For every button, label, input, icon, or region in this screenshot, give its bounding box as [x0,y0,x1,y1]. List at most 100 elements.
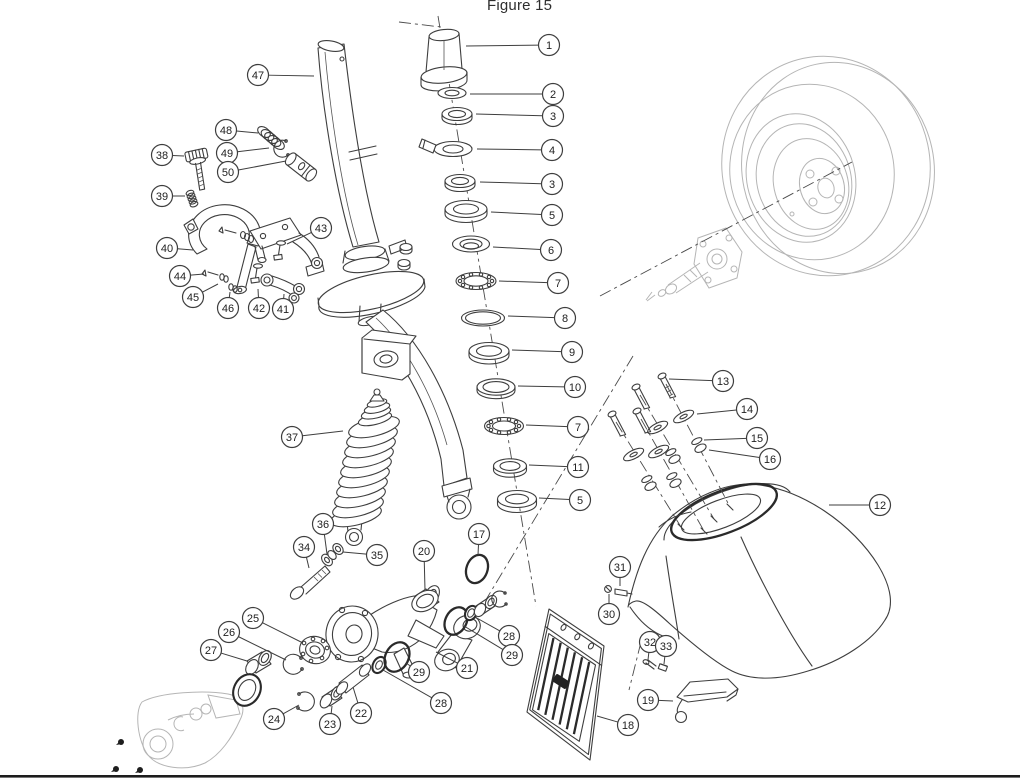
callout-number-4: 4 [549,145,555,157]
callout-47 [246,63,270,87]
callout-number-41: 41 [277,304,289,316]
figure-title: Figure 15 [487,0,553,14]
callout-18 [616,713,640,737]
part-3-nut [444,173,476,193]
callout-number-49: 49 [221,148,233,160]
callout-38 [150,143,174,167]
callout-leader-29 [463,625,504,650]
callout-number-7: 7 [555,278,561,290]
callout-26 [217,620,241,644]
callout-leader-21 [435,651,458,664]
part-43-bolt [273,240,287,261]
callout-10 [563,375,587,399]
knob-and-pin-parts [184,125,318,208]
callout-leader-29 [405,662,411,667]
clamp-bracket-group [183,204,324,304]
part-8-washer [460,309,506,327]
callout-number-6: 6 [548,245,554,257]
callout-3 [541,104,565,128]
part-38-knob-bolt [184,147,209,191]
callout-number-30: 30 [603,609,615,621]
callout-leader-9 [511,349,562,353]
part-36-washers [321,550,337,567]
callout-leader-4 [476,148,542,151]
callout-number-31: 31 [614,562,626,574]
page-bottom-rule [0,775,1020,778]
callout-leader-44 [190,273,205,276]
part-22-pin [335,663,372,695]
ghost-axle-hub [645,227,743,302]
snap-ring-right [491,590,508,608]
callout-9 [560,340,584,364]
callout-number-20: 20 [418,546,430,558]
callout-leader-46 [228,291,231,298]
callout-28 [429,691,453,715]
stem-nuts [397,242,413,271]
part-39-spring [185,189,199,208]
callout-number-19: 19 [642,695,654,707]
flap-bracket [674,678,739,724]
mudflap-logo [552,674,570,689]
part-1-cone [420,28,468,92]
callout-48 [214,118,238,142]
callout-number-22: 22 [355,708,367,720]
callout-number-13: 13 [717,376,729,388]
part-4-lock-washer [418,138,473,158]
callout-number-35: 35 [371,550,383,562]
callout-number-18: 18 [622,720,634,732]
callout-20 [412,539,436,563]
part-35-nut [332,543,344,555]
callout-leader-47 [268,74,315,77]
callout-8 [553,306,577,330]
part-17-o-ring [464,553,490,585]
callout-leader-26 [238,636,287,661]
callout-number-28: 28 [503,631,515,643]
callout-leader-50 [238,160,287,171]
callout-leader-38 [172,154,185,157]
callout-number-11: 11 [572,462,583,474]
callout-13 [711,369,735,393]
callout-21 [455,656,479,680]
part-50-pin [284,152,318,182]
fender-screws [604,585,668,672]
part-11-race [492,458,528,478]
callout-leader-16 [708,449,760,458]
callout-50 [216,160,240,184]
callout-23 [318,712,342,736]
callout-36 [311,512,335,536]
callout-number-24: 24 [268,714,280,726]
callout-25 [241,606,265,630]
part-27-race [232,673,262,707]
callout-leader-3 [479,181,542,185]
callout-number-17: 17 [473,529,485,541]
callout-number-27: 27 [205,645,217,657]
part-5-dust-seal [496,489,538,514]
callout-37 [280,425,304,449]
part-24-circlip [296,691,315,712]
callout-leader-5 [490,211,542,215]
callout-number-10: 10 [569,382,581,394]
callout-leader-48 [236,130,259,134]
callout-number-39: 39 [156,191,168,203]
callout-leader-14 [696,409,737,415]
callout-40 [155,236,179,260]
callout-3 [540,172,564,196]
ghost-wheel [721,55,935,277]
callout-number-5: 5 [549,210,555,222]
callout-leader-17 [477,544,480,556]
fender-bolt [607,410,657,491]
callout-7 [546,271,570,295]
callout-number-36: 36 [317,519,329,531]
callout-leader-43 [286,232,312,245]
callout-number-12: 12 [874,500,886,512]
callout-41 [271,297,295,321]
fork-column [305,40,473,520]
callout-number-25: 25 [247,613,259,625]
callout-5 [568,488,592,512]
callout-leader-36 [323,534,328,555]
knuckle-assembly [232,553,508,712]
part-10-race [476,378,516,400]
callout-12 [868,493,892,517]
